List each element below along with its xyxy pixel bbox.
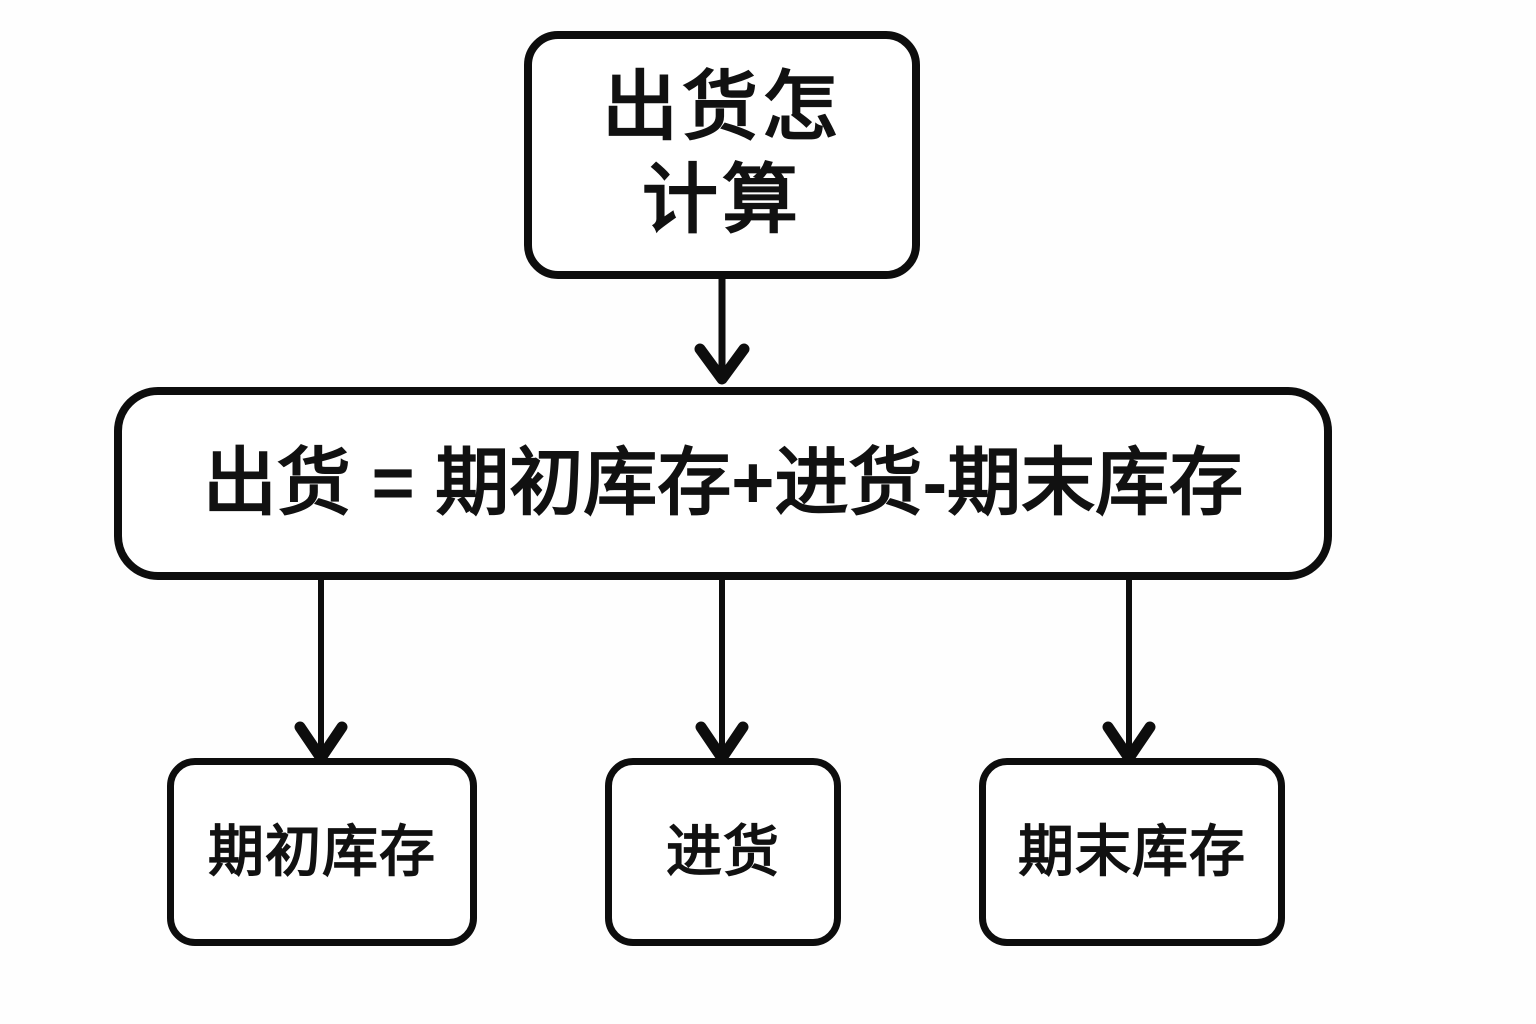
node-formula[interactable]: 出货 = 期初库存+进货-期末库存 [114, 387, 1332, 580]
arrowhead-icon [294, 721, 348, 764]
node-closing-stock[interactable]: 期末库存 [979, 758, 1285, 946]
node-question[interactable]: 出货怎 计算 [524, 31, 920, 279]
node-closing-stock-label: 期末库存 [1018, 819, 1246, 883]
node-purchase[interactable]: 进货 [605, 758, 841, 946]
node-question-label: 出货怎 计算 [602, 65, 842, 243]
edge-question-to-formula [694, 279, 750, 385]
edge-formula-to-closing-stock [1102, 580, 1156, 764]
edge-formula-to-purchase [695, 580, 749, 764]
arrowhead-icon [694, 343, 750, 385]
node-opening-stock-label: 期初库存 [208, 819, 436, 883]
arrowhead-icon [695, 721, 749, 764]
node-purchase-label: 进货 [666, 819, 780, 883]
node-opening-stock[interactable]: 期初库存 [167, 758, 477, 946]
arrowhead-icon [1102, 721, 1156, 764]
node-formula-label: 出货 = 期初库存+进货-期末库存 [202, 441, 1244, 525]
edge-formula-to-opening-stock [294, 580, 348, 764]
